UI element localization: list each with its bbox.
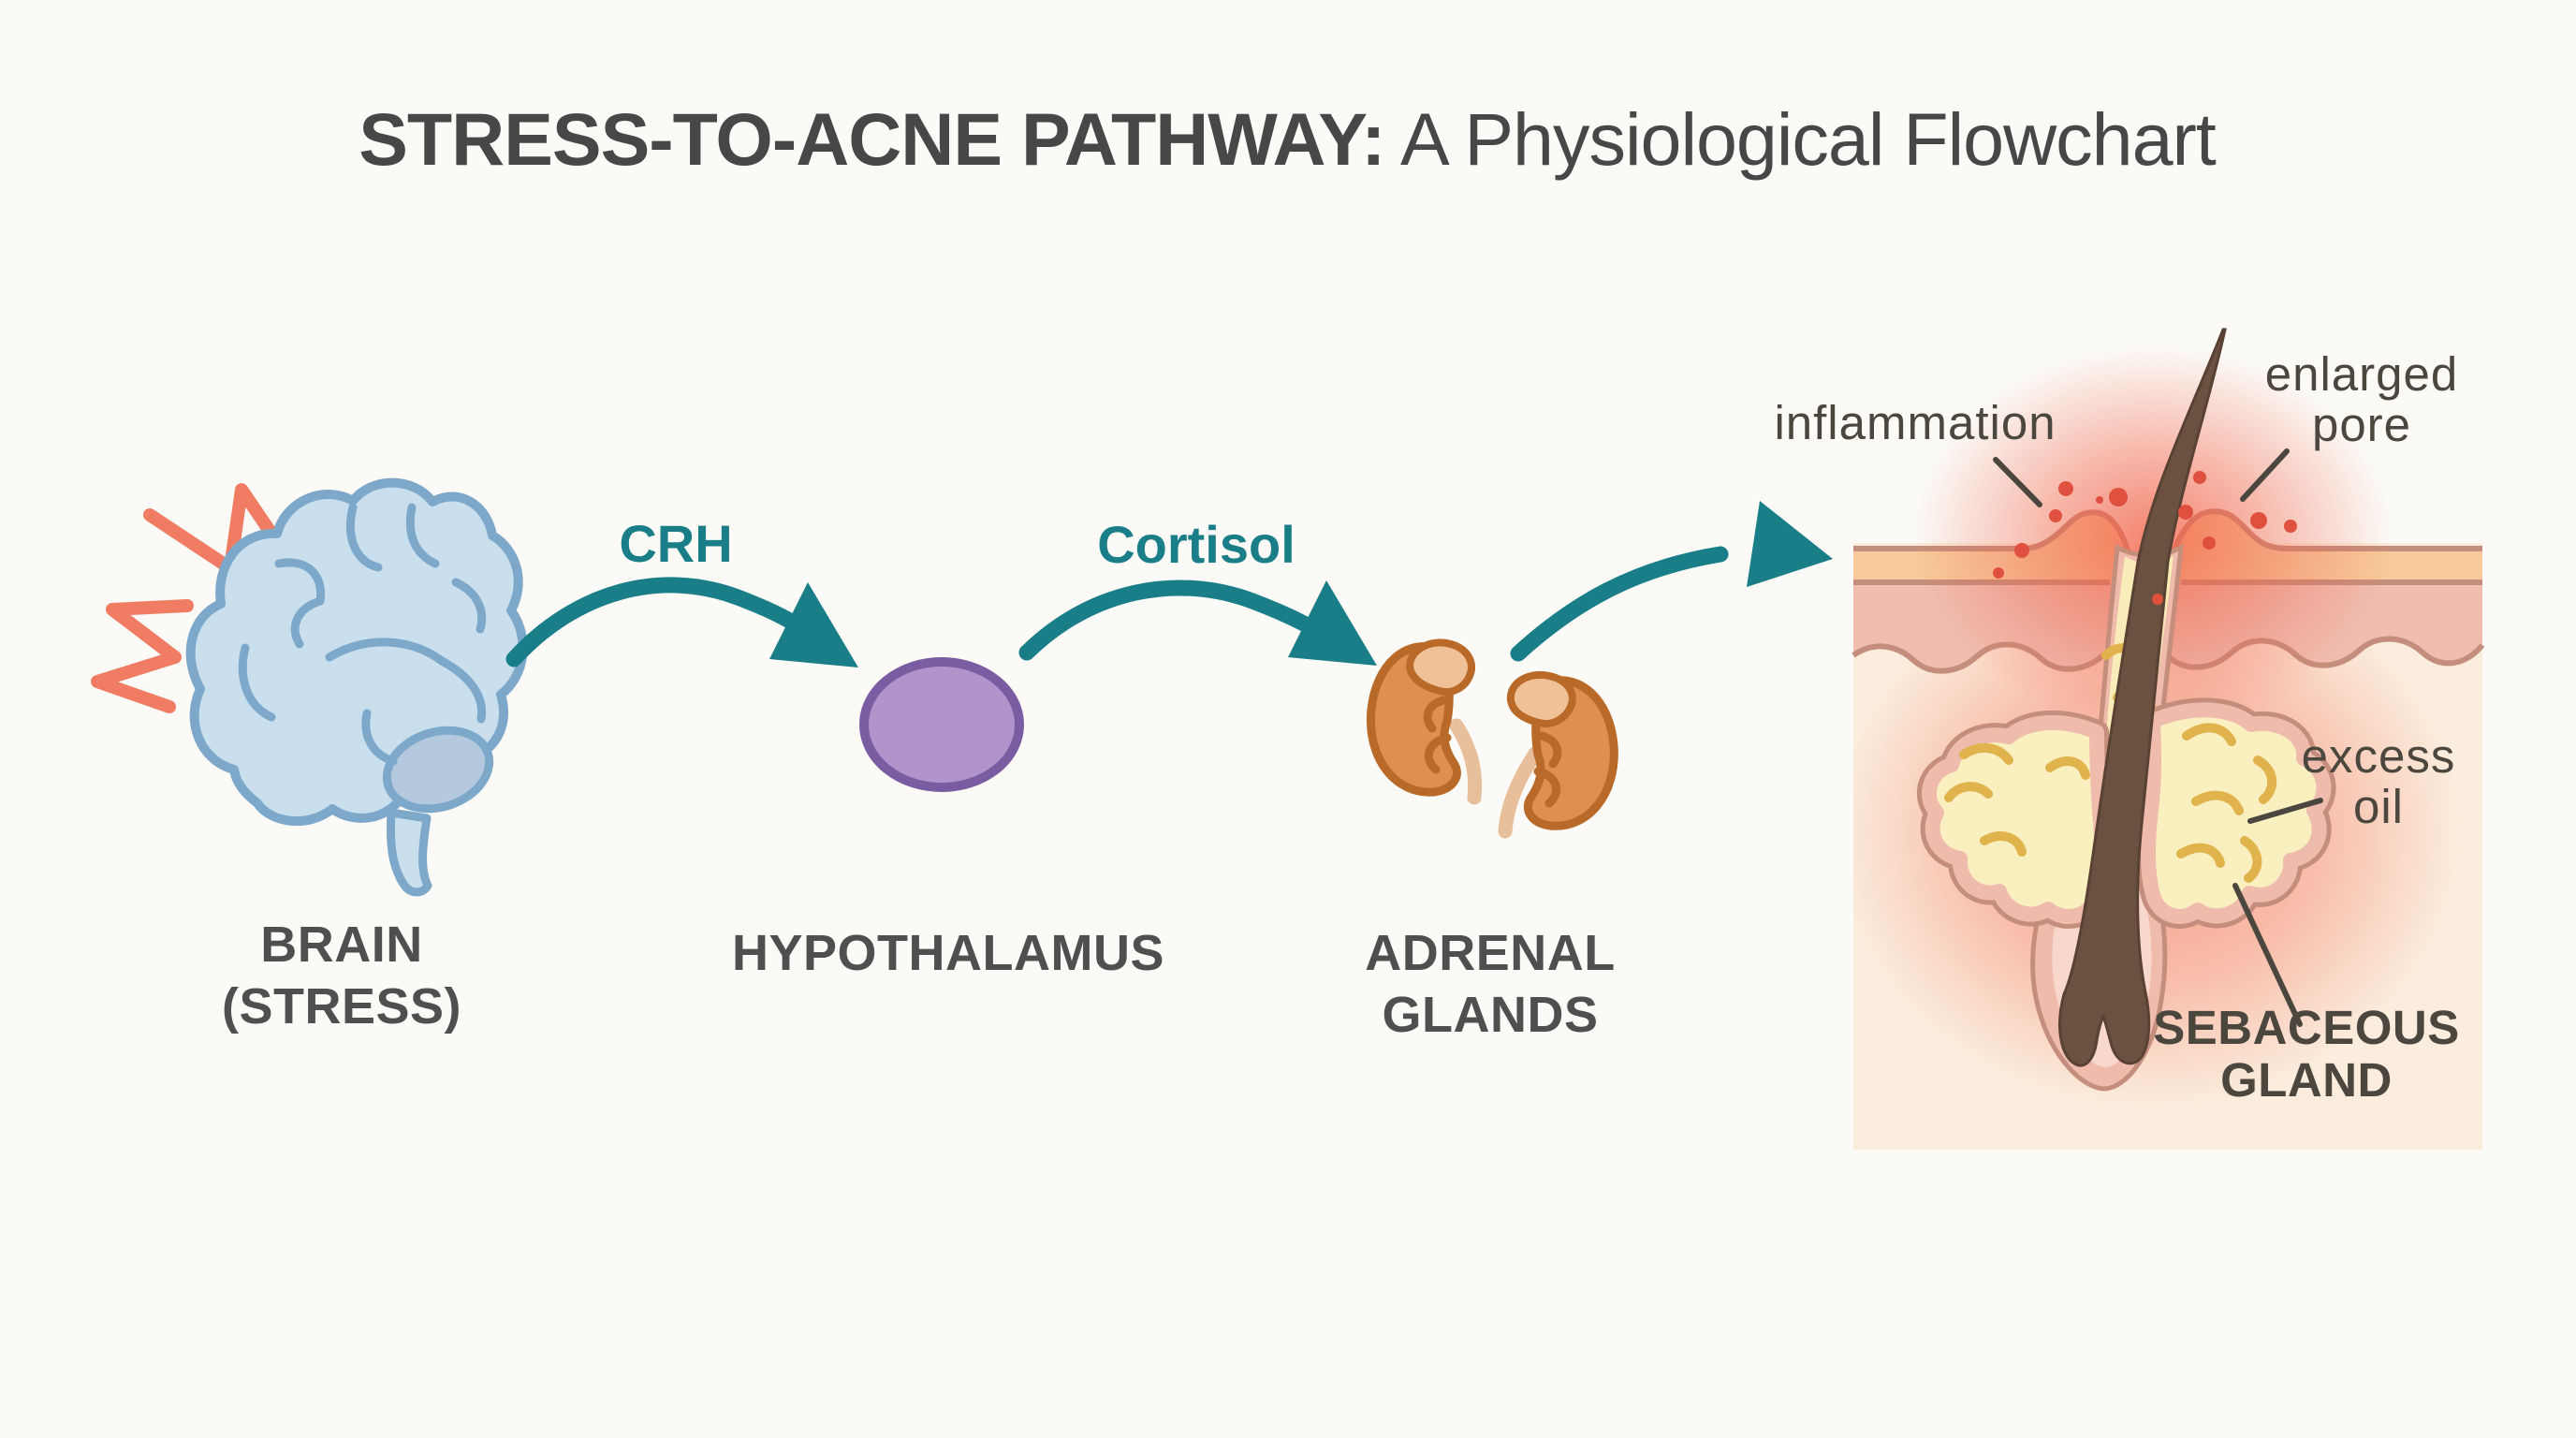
brainstem xyxy=(386,808,432,897)
hypothalamus-label: HYPOTHALAMUS xyxy=(732,925,1164,981)
adrenal-label-line2: GLANDS xyxy=(1382,987,1599,1043)
cortisol-label: Cortisol xyxy=(1097,515,1295,574)
excess-oil-line2: oil xyxy=(2352,780,2405,833)
adrenal-label-line1: ADRENAL xyxy=(1365,925,1616,981)
enlarged-pore-line2: pore xyxy=(2311,398,2412,451)
brain-label-line1: BRAIN xyxy=(260,917,423,973)
inflammation-label: inflammation xyxy=(1774,396,2056,449)
ureter xyxy=(1498,746,1543,839)
sebaceous-gland-label: SEBACEOUS GLAND xyxy=(2153,1002,2460,1107)
brain-label-line2: (STRESS) xyxy=(221,978,462,1034)
skin-cross-section-icon xyxy=(1852,328,2485,1150)
enlarged-pore-line1: enlarged xyxy=(2264,347,2459,401)
hair-shaft-icon xyxy=(2058,328,2227,1067)
excess-oil-pointer xyxy=(2247,798,2323,824)
excess-oil-line1: excess xyxy=(2301,729,2456,783)
enlarged-pore-label: enlarged pore xyxy=(2265,349,2459,450)
sebaceous-gland-line1: SEBACEOUS xyxy=(2153,1001,2460,1054)
inflammation-dots xyxy=(1993,471,2297,605)
sebaceous-gland-pointer xyxy=(2232,883,2303,1027)
page-title: STRESS-TO-ACNE PATHWAY: A Physiological … xyxy=(359,96,2217,183)
crh-label: CRH xyxy=(619,514,733,573)
cerebellum xyxy=(382,726,494,814)
crh-arrow-icon xyxy=(505,577,858,668)
sebaceous-gland-line2: GLAND xyxy=(2220,1053,2393,1107)
title-subtitle: A Physiological Flowchart xyxy=(1384,97,2217,181)
ureter xyxy=(1449,718,1483,805)
title-emphasis: STRESS-TO-ACNE PATHWAY: xyxy=(359,97,1385,181)
to-skin-arrow-icon xyxy=(1510,501,1833,662)
excess-oil-label: excess oil xyxy=(2302,731,2456,832)
label-pointer-lines xyxy=(1993,448,2323,1027)
cortisol-arrow-icon xyxy=(1018,580,1377,666)
adrenal-glands-icon xyxy=(1367,638,1618,839)
enlarged-pore-pointer xyxy=(2240,448,2290,502)
adrenal-glands-label: ADRENAL GLANDS xyxy=(1365,922,1616,1046)
hypothalamus-icon xyxy=(859,657,1024,792)
inflammation-pointer xyxy=(1993,457,2042,507)
brain-label: BRAIN (STRESS) xyxy=(222,914,461,1037)
brain-gyri xyxy=(238,503,487,766)
brain-icon xyxy=(185,477,528,897)
